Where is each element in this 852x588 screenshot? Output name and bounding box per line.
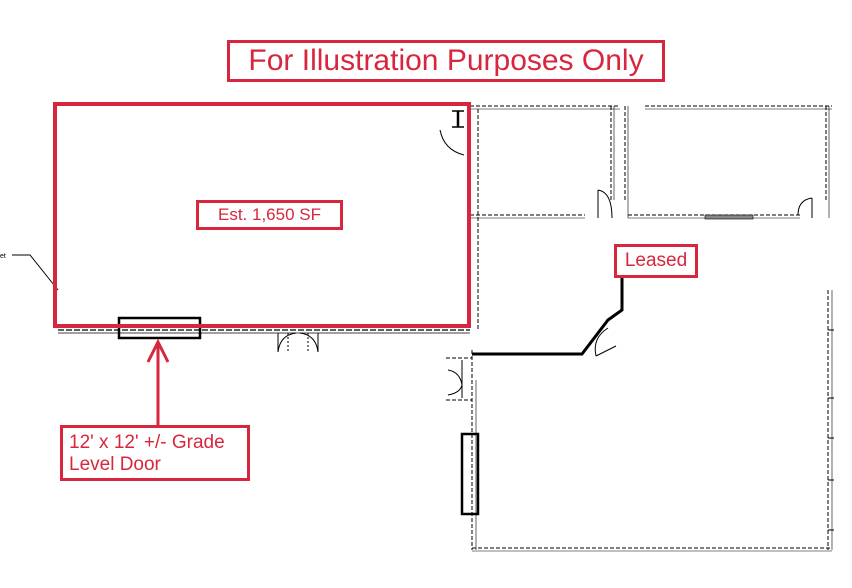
wall-marks <box>828 329 834 531</box>
leader-text-fragment: et <box>0 253 6 260</box>
grade-door-callout: 12' x 12' +/- Grade Level Door <box>60 425 250 481</box>
leased-wall <box>472 272 624 356</box>
swing-doors <box>447 189 813 398</box>
exterior-wall-bottom <box>58 329 470 334</box>
highlighted-space-outline <box>53 102 471 328</box>
grade-door-callout-line1: 12' x 12' +/- Grade <box>69 432 225 453</box>
dock-door <box>460 432 480 516</box>
grade-door-callout-line2: Level Door <box>69 453 161 475</box>
window-strip <box>704 214 754 220</box>
illustration-disclaimer-title: For Illustration Purposes Only <box>227 40 665 82</box>
double-door <box>277 332 319 353</box>
space-area-label: Est. 1,650 SF <box>196 200 343 230</box>
callout-arrow <box>146 338 170 425</box>
adjacent-rooms <box>446 105 833 552</box>
leased-label: Leased <box>614 244 698 278</box>
leader-line <box>12 254 59 291</box>
corner-fixture <box>439 110 465 156</box>
